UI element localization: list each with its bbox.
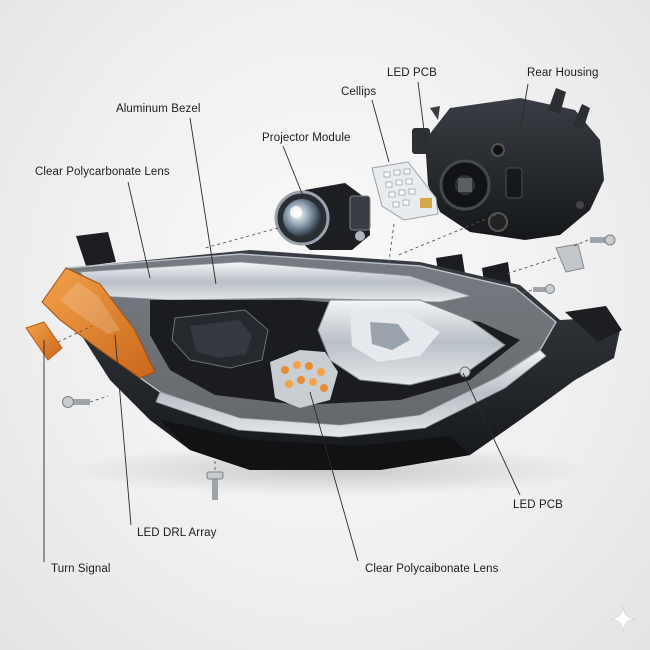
label-rear-housing: Rear Housing xyxy=(527,67,599,79)
guide-screw-left xyxy=(90,396,108,402)
rear-housing-part xyxy=(412,88,604,240)
guide-clip xyxy=(506,258,556,274)
label-clear-lens-bottom: Clear Polycaibonate Lens xyxy=(365,563,498,575)
leader-cellips xyxy=(372,100,389,162)
label-clear-lens-top: Clear Polycarbonate Lens xyxy=(35,166,170,178)
screw-mid-right xyxy=(533,285,555,294)
label-led-pcb-top: LED PCB xyxy=(387,67,437,79)
guide-projector xyxy=(205,228,278,248)
guide-screw-tr xyxy=(574,240,588,246)
label-led-drl-array: LED DRL Array xyxy=(137,527,216,539)
leader-projector-module xyxy=(283,146,303,196)
clip-right xyxy=(556,244,584,272)
label-turn-signal: Turn Signal xyxy=(51,563,110,575)
headlight-assembly xyxy=(42,232,622,470)
label-aluminum-bezel: Aluminum Bezel xyxy=(116,103,201,115)
sparkle-icon xyxy=(610,606,636,632)
label-led-pcb-right: LED PCB xyxy=(513,499,563,511)
screw-top-right xyxy=(590,235,615,245)
screw-left xyxy=(63,397,91,408)
label-projector-module: Projector Module xyxy=(262,132,351,144)
label-cellips: Cellips xyxy=(341,86,376,98)
projector-module-part xyxy=(276,183,370,250)
